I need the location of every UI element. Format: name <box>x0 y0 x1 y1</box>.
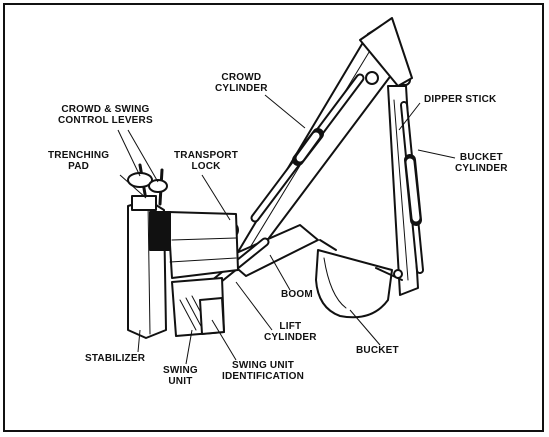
stabilizer-drawing <box>127 199 171 339</box>
leader-levers-1 <box>117 129 141 177</box>
crowd-cylinder-drawing <box>250 73 365 223</box>
stabilizer-label: STABILIZER <box>85 353 146 364</box>
leader-bucket <box>349 309 381 346</box>
leader-bucket-cylinder <box>417 149 456 159</box>
dipper-stick-drawing <box>387 85 419 296</box>
control-levers-drawing <box>127 163 168 211</box>
leader-boom <box>269 254 291 291</box>
leader-transport-lock <box>201 174 231 221</box>
leader-crowd-cylinder <box>264 94 306 129</box>
leader-trenching-pad <box>119 174 147 199</box>
leader-swing-unit-id <box>211 319 237 361</box>
leader-levers-2 <box>127 129 159 183</box>
swing-unit-drawing <box>171 277 225 337</box>
dipper-stick-label: DIPPER STICK <box>424 94 497 105</box>
leader-stabilizer <box>137 329 141 353</box>
bucket-drawing <box>315 239 403 319</box>
leader-dipper-stick <box>398 102 421 131</box>
apex-pins <box>359 17 413 87</box>
boom-label: BOOM <box>281 289 313 300</box>
mount-frame-drawing <box>167 211 239 279</box>
bucket-cylinder-drawing <box>400 101 424 274</box>
leader-swing-unit <box>185 329 193 365</box>
bucket-label: BUCKET <box>356 345 399 356</box>
leader-lift-cylinder <box>235 281 273 331</box>
